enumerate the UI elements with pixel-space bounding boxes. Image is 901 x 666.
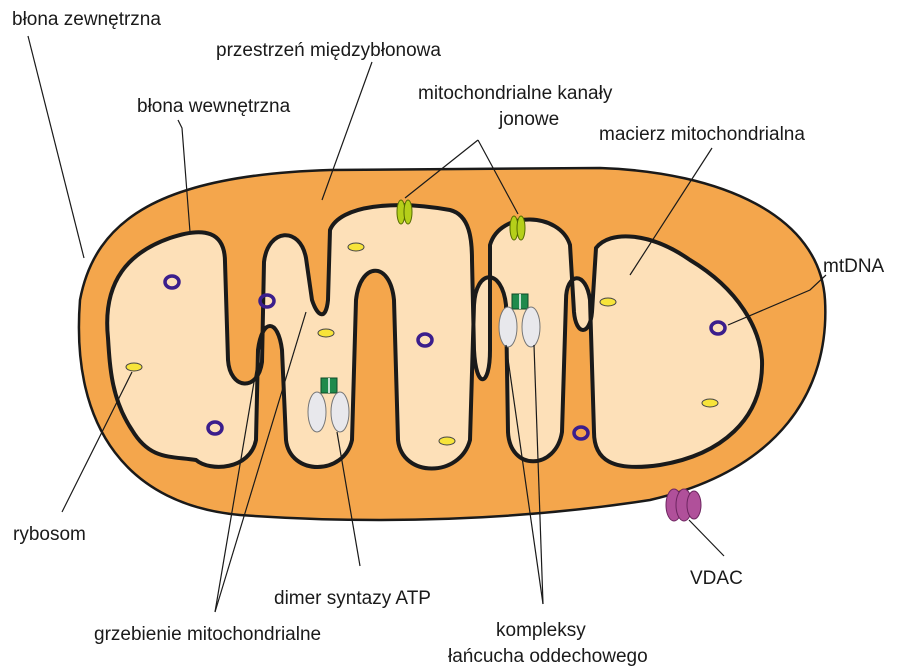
label-complexes-line2: łańcucha oddechowego — [448, 646, 648, 666]
ribosome — [702, 399, 718, 407]
label-mtdna: mtDNA — [823, 256, 885, 277]
label-ribosome: rybosom — [13, 524, 86, 545]
label-complexes-line1: kompleksy — [496, 620, 586, 641]
label-cristae: grzebienie mitochondrialne — [94, 624, 321, 645]
vdac-channel — [666, 489, 701, 521]
ribosome — [126, 363, 142, 371]
label-outer-membrane: błona zewnętrzna — [12, 9, 161, 30]
label-ion-channels-line2: jonowe — [498, 109, 559, 130]
ribosome — [318, 329, 334, 337]
label-atp-synthase-dimer: dimer syntazy ATP — [274, 588, 431, 609]
label-inner-membrane: błona wewnętrzna — [137, 96, 291, 117]
inner-membrane — [107, 205, 762, 468]
label-ion-channels-line1: mitochondrialne kanały — [418, 83, 613, 104]
label-matrix: macierz mitochondrialna — [599, 124, 805, 145]
ribosome — [600, 298, 616, 306]
label-vdac: VDAC — [690, 568, 743, 589]
ribosome — [348, 243, 364, 251]
ribosome — [439, 437, 455, 445]
label-intermembrane-space: przestrzeń międzybłonowa — [216, 40, 441, 61]
